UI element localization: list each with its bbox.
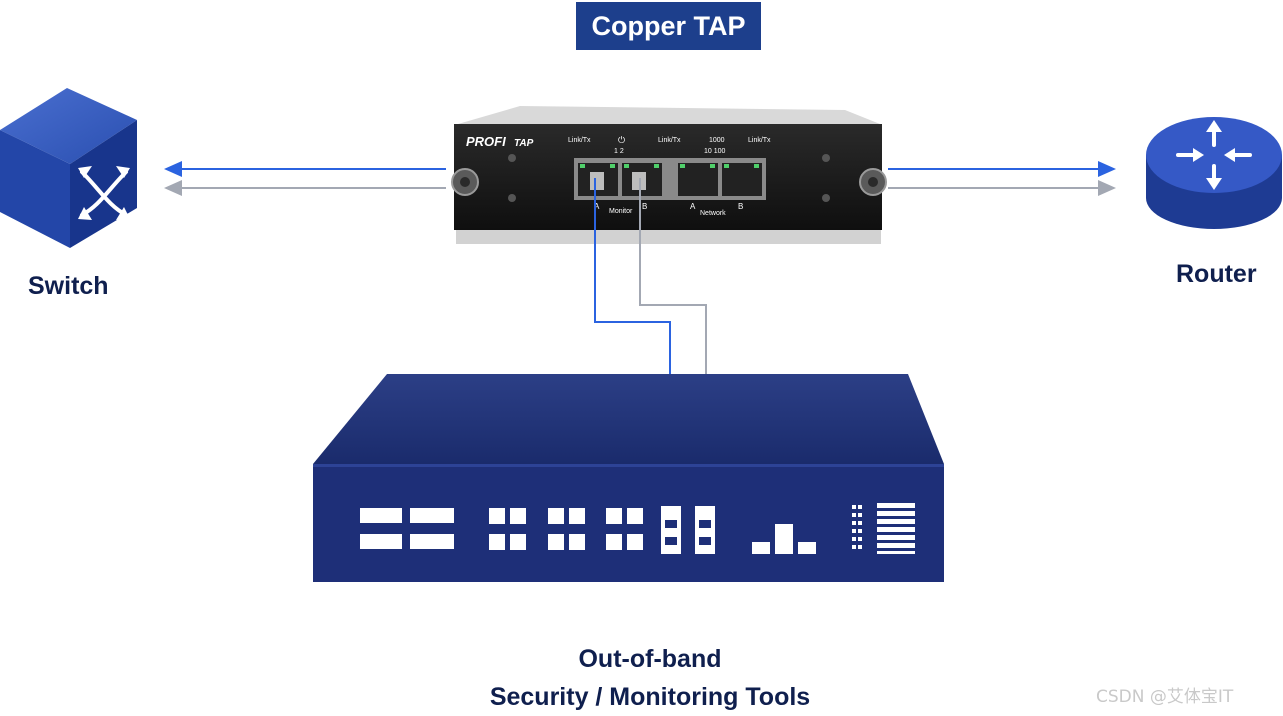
tap-label-network-a: A — [690, 202, 696, 211]
link-tap-to-router — [888, 161, 1116, 196]
tap-label-monitor-a: A — [594, 202, 600, 211]
link-switch-to-tap — [164, 161, 446, 196]
tap-label-network-b: B — [738, 202, 743, 211]
tap-label-linktx-1: Link/Tx — [568, 137, 591, 144]
watermark: CSDN @艾体宝IT — [1096, 687, 1234, 707]
router-label: Router — [1176, 260, 1257, 288]
tap-label-linktx-2: Link/Tx — [658, 137, 681, 144]
tap-label-1000: 1000 — [709, 137, 725, 144]
security-appliance-icon — [313, 374, 944, 582]
tap-brand-right: TAP — [514, 138, 534, 149]
tap-label-linktx-3: Link/Tx — [748, 137, 771, 144]
copper-tap-device: PROFI TAP Link/Tx 1 2 Link/Tx 1000 10 10… — [451, 106, 887, 244]
appliance-port-b — [695, 506, 715, 554]
router-icon — [1146, 117, 1282, 229]
appliance-port-a — [661, 506, 681, 554]
tap-label-ports-12: 1 2 — [614, 148, 624, 155]
title-text: Copper TAP — [591, 10, 746, 41]
tools-label-line1: Out-of-band — [578, 645, 722, 673]
tap-label-10-100: 10 100 — [704, 148, 726, 155]
tools-label: Out-of-band Security / Monitoring Tools — [450, 640, 850, 716]
title-banner: Copper TAP — [576, 2, 761, 50]
tap-label-network: Network — [700, 210, 726, 217]
power-icon: ⏻ — [618, 135, 625, 145]
switch-label: Switch — [28, 272, 109, 300]
tap-label-monitor: Monitor — [609, 208, 633, 215]
tap-brand-left: PROFI — [466, 134, 506, 149]
tools-label-line2: Security / Monitoring Tools — [489, 683, 811, 711]
tap-label-monitor-b: B — [642, 202, 647, 211]
switch-icon — [0, 88, 137, 248]
